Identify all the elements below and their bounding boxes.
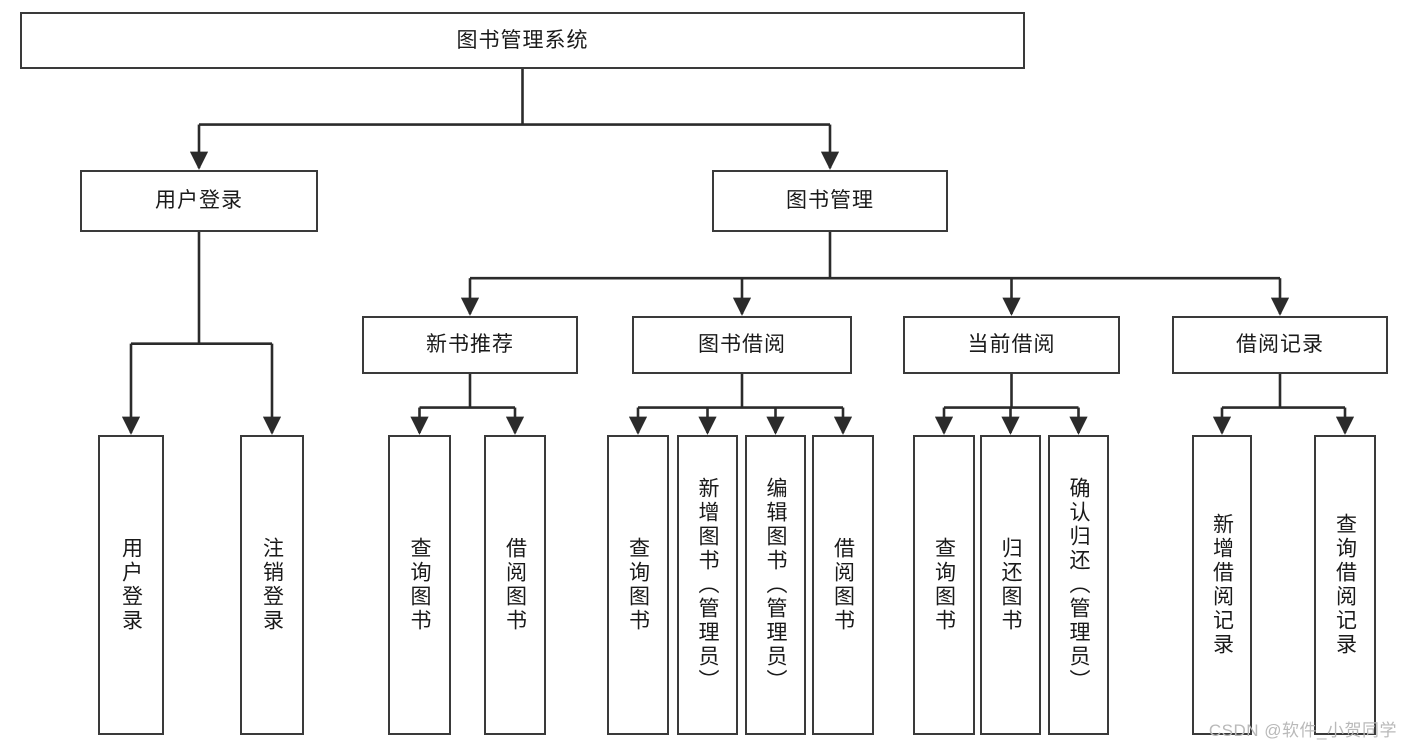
- node-c3[interactable]: 确认归还（管理员）: [1048, 435, 1109, 735]
- node-root[interactable]: 图书管理系统: [20, 12, 1025, 69]
- watermark-label: CSDN @软件_小贺同学: [1208, 721, 1397, 740]
- node-label: 查询图书: [932, 537, 956, 633]
- node-login[interactable]: 用户登录: [80, 170, 318, 232]
- node-label: 当前借阅: [967, 333, 1056, 357]
- node-label: 查询借阅记录: [1333, 513, 1357, 657]
- node-n1[interactable]: 查询图书: [388, 435, 451, 735]
- node-label: 确认归还（管理员）: [1067, 477, 1091, 693]
- node-label: 新书推荐: [426, 333, 514, 357]
- node-history[interactable]: 借阅记录: [1172, 316, 1388, 374]
- node-label: 图书管理系统: [456, 28, 589, 52]
- node-label: 用户登录: [155, 189, 243, 213]
- node-label: 借阅图书: [831, 537, 855, 633]
- node-b3[interactable]: 编辑图书（管理员）: [745, 435, 806, 735]
- node-h1[interactable]: 新增借阅记录: [1192, 435, 1252, 735]
- node-n2[interactable]: 借阅图书: [484, 435, 546, 735]
- node-newrec[interactable]: 新书推荐: [362, 316, 578, 374]
- node-h2[interactable]: 查询借阅记录: [1314, 435, 1376, 735]
- node-label: 新增图书（管理员）: [696, 477, 720, 693]
- node-label: 查询图书: [626, 537, 650, 633]
- node-label: 查询图书: [408, 537, 432, 633]
- node-l1[interactable]: 用户登录: [98, 435, 164, 735]
- node-label: 图书借阅: [698, 333, 786, 357]
- node-bookmgmt[interactable]: 图书管理: [712, 170, 948, 232]
- node-label: 归还图书: [999, 537, 1023, 633]
- node-label: 借阅记录: [1236, 333, 1324, 357]
- node-label: 新增借阅记录: [1210, 513, 1234, 657]
- node-label: 借阅图书: [503, 537, 527, 633]
- node-b4[interactable]: 借阅图书: [812, 435, 874, 735]
- node-label: 编辑图书（管理员）: [764, 477, 788, 693]
- node-label: 用户登录: [119, 537, 143, 633]
- node-borrow[interactable]: 图书借阅: [632, 316, 852, 374]
- node-c1[interactable]: 查询图书: [913, 435, 975, 735]
- node-label: 图书管理: [786, 189, 874, 213]
- node-b2[interactable]: 新增图书（管理员）: [677, 435, 738, 735]
- node-l2[interactable]: 注销登录: [240, 435, 304, 735]
- node-c2[interactable]: 归还图书: [980, 435, 1041, 735]
- node-current[interactable]: 当前借阅: [903, 316, 1120, 374]
- node-b1[interactable]: 查询图书: [607, 435, 669, 735]
- node-label: 注销登录: [260, 537, 284, 633]
